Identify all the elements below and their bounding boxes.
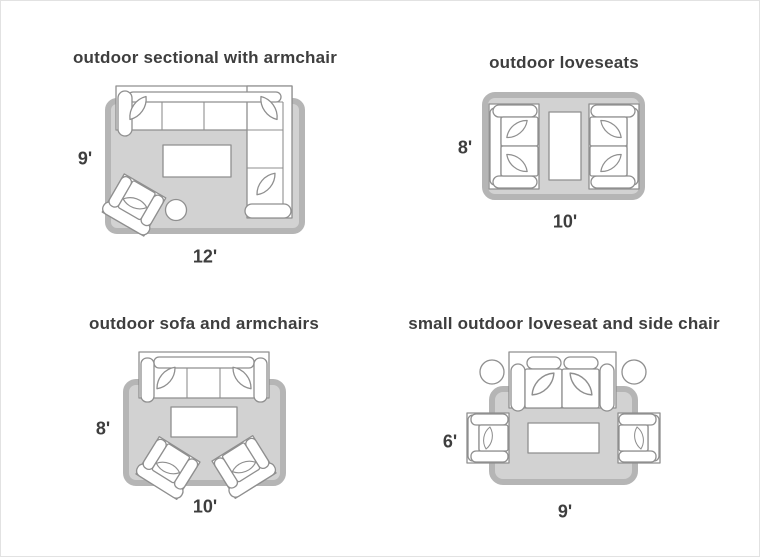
- layout-outdoor-loveseats: outdoor loveseats 8' 10': [381, 1, 759, 279]
- armrest-right: [599, 363, 615, 412]
- round-side-table: [621, 359, 647, 385]
- sofa: [138, 351, 270, 403]
- armrest-bottom: [244, 203, 292, 219]
- back-cushion-bar: [127, 91, 282, 103]
- loveseat-back: [489, 107, 502, 186]
- sectional-sofa: [115, 85, 293, 219]
- layout-sectional-with-armchair: outdoor sectional with armchair 9' 12': [1, 1, 381, 279]
- layout-sofa-and-armchairs: outdoor sofa and armchairs 8' 10': [1, 279, 381, 556]
- coffee-table: [170, 406, 238, 438]
- layout-title: outdoor sofa and armchairs: [88, 314, 320, 333]
- rug-width-label: 9': [557, 501, 573, 522]
- rug-width-label: 12': [192, 246, 218, 267]
- side-chair-right: [617, 412, 661, 464]
- rug-height-label: 8': [457, 137, 473, 158]
- layout-title: small outdoor loveseat and side chair: [408, 314, 720, 333]
- coffee-table: [527, 422, 600, 454]
- coffee-table: [162, 144, 232, 178]
- loveseat: [508, 351, 617, 412]
- rug-width-label: 10': [552, 211, 578, 232]
- loveseats-plan-drawing: [482, 92, 645, 200]
- armrest-left: [510, 363, 526, 412]
- sectional-plan-drawing: [101, 85, 305, 237]
- armrest-top: [470, 413, 509, 426]
- loveseat-right: [588, 103, 640, 190]
- armrest-bottom: [618, 450, 657, 463]
- armrest-bottom: [492, 175, 538, 189]
- armchair-right: [211, 434, 277, 500]
- loveseat-left: [488, 103, 540, 190]
- armrest-bottom: [470, 450, 509, 463]
- loveseat-side-chair-plan-drawing: [466, 351, 661, 485]
- back-cushion-bar: [153, 356, 255, 369]
- rug-height-label: 6': [442, 431, 458, 452]
- loveseat-back: [626, 107, 639, 186]
- rug-height-label: 9': [77, 148, 93, 169]
- layout-title: outdoor sectional with armchair: [72, 48, 338, 67]
- back-cushion: [563, 356, 599, 370]
- back-cushion: [526, 356, 562, 370]
- round-side-table: [479, 359, 505, 385]
- layout-loveseat-and-side-chair: small outdoor loveseat and side chair 6'…: [381, 279, 759, 556]
- rug-height-label: 8': [95, 418, 111, 439]
- armrest-top: [590, 104, 636, 118]
- round-side-table: [164, 198, 188, 222]
- coffee-table: [548, 111, 582, 181]
- layout-title: outdoor loveseats: [489, 53, 639, 72]
- sofa-armchairs-plan-drawing: [123, 351, 286, 501]
- armchair: [101, 173, 167, 237]
- armrest-top: [618, 413, 657, 426]
- armrest-bottom: [590, 175, 636, 189]
- armrest-top: [492, 104, 538, 118]
- rug-width-label: 10': [192, 496, 218, 517]
- side-chair-left: [466, 412, 510, 464]
- armchair-left: [135, 435, 201, 501]
- armrest-right: [253, 357, 268, 403]
- armrest-left: [140, 357, 155, 403]
